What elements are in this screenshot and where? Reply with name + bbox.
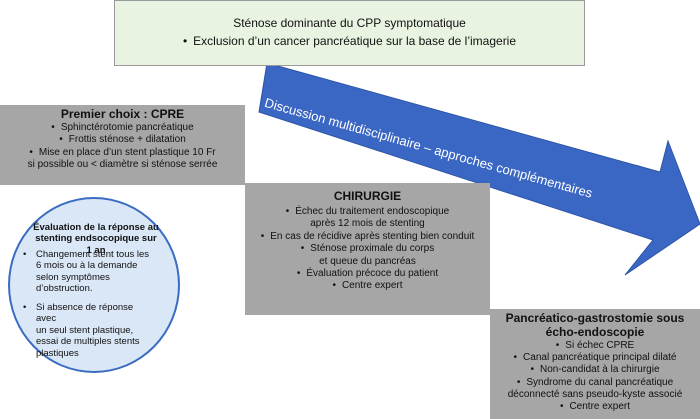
- bullet: •: [300, 243, 305, 255]
- evaluation-title-line: stenting endsocopique sur 1 an: [35, 233, 157, 256]
- peg-item: • Si échec CPRE: [490, 340, 700, 352]
- peg-box: Pancréatico-gastrostomie sous écho-endos…: [490, 309, 700, 419]
- bullet: •: [23, 249, 27, 260]
- evaluation-line: un seul stent plastique,: [36, 324, 134, 336]
- chirurgie-item: • Sténose proximale du corps: [245, 243, 490, 255]
- discussion-arrow-shape: [258, 62, 700, 276]
- peg-item: • Non-candidat à la chirurgie: [490, 364, 700, 376]
- peg-list: •Si échec CPRE •Canal pancréatique princ…: [490, 340, 700, 413]
- chirurgie-item-text: En cas de récidive après stenting bien c…: [270, 230, 475, 242]
- cpre-item: • Frottis sténose + dilatation: [0, 134, 245, 146]
- evaluation-line: plastiques: [36, 347, 79, 359]
- evaluation-item: • Si absence de réponse avec un seul ste…: [23, 302, 152, 359]
- peg-item: • Centre expert: [490, 401, 700, 413]
- chirurgie-box: CHIRURGIE • Échec du traitement endoscopi…: [245, 183, 490, 315]
- chirurgie-item: • En cas de récidive après stenting bien …: [245, 231, 490, 243]
- top-bullet: •: [182, 34, 188, 48]
- top-line-1: Sténose dominante du CPP symptomatique: [233, 16, 466, 30]
- peg-item-text: Si échec CPRE: [565, 340, 635, 351]
- bullet: •: [296, 268, 301, 280]
- evaluation-line: Changement stent tous les: [36, 249, 150, 260]
- bullet: •: [59, 134, 63, 146]
- chirurgie-item-text: Échec du traitement endoscopique: [295, 206, 450, 217]
- chirurgie-item: • Échec du traitement endoscopique: [245, 206, 490, 218]
- evaluation-line: d’obstruction.: [36, 283, 93, 295]
- chirurgie-item-continuation: et queue du pancréas: [319, 255, 416, 267]
- evaluation-line: essai de multiples stents: [36, 336, 140, 348]
- cpre-item-text: Sphinctérotomie pancréatique: [60, 122, 194, 133]
- evaluation-line: Si absence de réponse avec: [36, 302, 134, 325]
- bullet: •: [332, 280, 336, 292]
- peg-item: • Syndrome du canal pancréatique: [490, 377, 700, 389]
- chirurgie-item-continuation: après 12 mois de stenting: [310, 218, 425, 230]
- chirurgie-item-text: Sténose proximale du corps: [310, 243, 435, 255]
- bullet: •: [260, 230, 265, 242]
- cpre-item: • Mise en place d’un stent plastique 10 F…: [0, 147, 245, 159]
- cpre-item: • Sphinctérotomie pancréatique: [0, 122, 245, 134]
- evaluation-line: selon symptômes: [36, 271, 110, 283]
- cpre-item-text: Mise en place d’un stent plastique 10 Fr: [38, 146, 216, 158]
- cpre-title: Premier choix : CPRE: [60, 107, 185, 121]
- bullet: •: [513, 352, 518, 364]
- cpre-list: •Sphinctérotomie pancréatique •Frottis s…: [0, 122, 245, 172]
- chirurgie-item: • Centre expert: [245, 280, 490, 292]
- chirurgie-item: • Évaluation précoce du patient: [245, 268, 490, 280]
- chirurgie-title: CHIRURGIE: [333, 189, 402, 203]
- peg-title-line: écho-endoscopie: [545, 325, 645, 339]
- bullet: •: [285, 206, 290, 217]
- top-box: Sténose dominante du CPP symptomatique •…: [114, 0, 585, 66]
- peg-item-continuation: déconnecté sans pseudo-kyste associé: [507, 388, 683, 400]
- evaluation-ellipse: Évaluation de la réponse au stenting end…: [8, 197, 180, 373]
- peg-title-line: Pancréatico-gastrostomie sous: [505, 311, 685, 325]
- bullet: •: [559, 401, 564, 413]
- cpre-item-text: Frottis sténose + dilatation: [68, 134, 186, 146]
- top-line-2-text: Exclusion d’un cancer pancréatique sur l…: [193, 34, 517, 48]
- peg-item-text: Syndrome du canal pancréatique: [526, 376, 674, 388]
- evaluation-title-line: Évaluation de la réponse au: [33, 222, 159, 233]
- bullet: •: [51, 122, 55, 133]
- chirurgie-list: • Échec du traitement endoscopique après …: [245, 206, 490, 293]
- bullet: •: [29, 146, 33, 158]
- evaluation-line: 6 mois ou à la demande: [36, 260, 138, 272]
- cpre-item-continuation: si possible ou < diamètre si sténose ser…: [27, 159, 218, 171]
- top-line-2: • Exclusion d’un cancer pancréatique sur …: [115, 32, 584, 50]
- peg-item: • Canal pancréatique principal dilaté: [490, 352, 700, 364]
- evaluation-title: Évaluation de la réponse au stenting end…: [32, 222, 160, 256]
- bullet: •: [23, 302, 27, 313]
- chirurgie-item-text: Évaluation précoce du patient: [306, 268, 439, 280]
- bullet: •: [555, 340, 560, 351]
- bullet: •: [530, 364, 534, 376]
- peg-item-text: Canal pancréatique principal dilaté: [523, 352, 677, 364]
- chirurgie-item-text: Centre expert: [341, 280, 403, 292]
- peg-title: Pancréatico-gastrostomie sous écho-endos…: [490, 311, 700, 339]
- cpre-box: Premier choix : CPRE •Sphinctérotomie pa…: [0, 105, 245, 185]
- peg-item-text: Centre expert: [569, 401, 631, 413]
- evaluation-item: • Changement stent tous les 6 mois ou à …: [23, 249, 152, 295]
- peg-item-text: Non-candidat à la chirurgie: [540, 364, 660, 376]
- bullet: •: [516, 376, 521, 388]
